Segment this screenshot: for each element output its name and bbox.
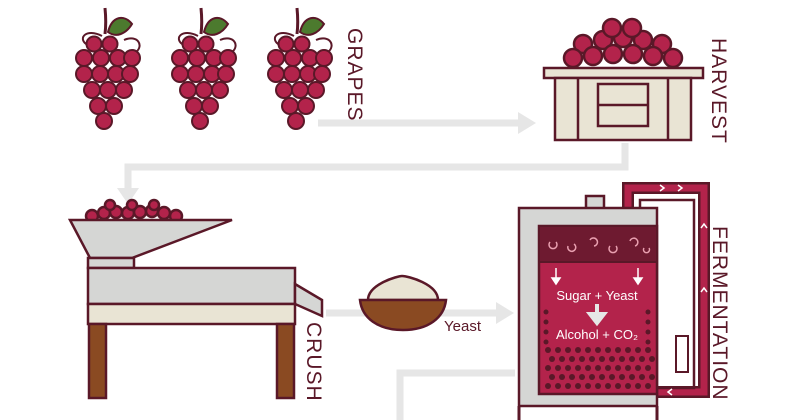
bubble — [645, 339, 651, 345]
fermentation-label: FERMENTATION — [708, 226, 731, 401]
bubble — [543, 309, 549, 315]
bubble — [645, 309, 651, 315]
bubble — [649, 356, 655, 362]
bubble — [615, 365, 621, 371]
bubble — [639, 374, 645, 380]
bubble — [565, 383, 571, 389]
bubble — [543, 329, 549, 335]
grape-bunch-icon — [266, 6, 334, 131]
bubble — [599, 374, 605, 380]
crush-label: CRUSH — [302, 322, 325, 402]
bubble — [629, 356, 635, 362]
bubble — [595, 383, 601, 389]
reaction-arrow-icon — [585, 304, 609, 327]
bubble — [575, 365, 581, 371]
yeast-label: Yeast — [444, 318, 482, 335]
bubble — [579, 356, 585, 362]
bubble — [545, 347, 551, 353]
bubble — [549, 356, 555, 362]
bubble — [645, 347, 651, 353]
bubble — [559, 374, 565, 380]
bubble — [595, 365, 601, 371]
bubble — [645, 365, 651, 371]
bubble — [635, 365, 641, 371]
bubble — [605, 347, 611, 353]
bubble — [599, 356, 605, 362]
bubble — [629, 374, 635, 380]
bubble — [585, 365, 591, 371]
crusher-machine-icon — [67, 198, 324, 400]
bubble — [545, 383, 551, 389]
bubble — [589, 356, 595, 362]
bubble — [589, 374, 595, 380]
arrow-grapes-to-harvest — [318, 112, 536, 134]
bubble — [605, 383, 611, 389]
bubble — [615, 347, 621, 353]
harvest-label: HARVEST — [707, 38, 730, 144]
reaction-input-text: Sugar + Yeast — [556, 288, 638, 303]
bubble — [569, 356, 575, 362]
bubble — [635, 347, 641, 353]
bubble — [639, 356, 645, 362]
bubble — [555, 365, 561, 371]
bubble — [579, 374, 585, 380]
bubble — [595, 347, 601, 353]
bubble — [645, 383, 651, 389]
bubble — [605, 365, 611, 371]
bubble — [555, 383, 561, 389]
bubble — [569, 374, 575, 380]
bubble — [559, 356, 565, 362]
bubble — [555, 347, 561, 353]
bubble — [625, 365, 631, 371]
bubble — [619, 374, 625, 380]
bubble — [575, 347, 581, 353]
bubble — [575, 383, 581, 389]
arrow-harvest-to-crush — [117, 143, 629, 204]
bubble — [645, 329, 651, 335]
bubble — [585, 383, 591, 389]
bubble — [635, 383, 641, 389]
bubble — [645, 319, 651, 325]
grape-bunch-icon — [170, 6, 238, 131]
bubble — [619, 356, 625, 362]
bubble — [625, 347, 631, 353]
grapes-label: GRAPES — [343, 28, 366, 122]
arrow-fermentation-out — [396, 369, 515, 420]
fermentation-tank-icon — [517, 182, 710, 420]
bubble — [543, 319, 549, 325]
bubble — [625, 383, 631, 389]
bubble — [565, 365, 571, 371]
bubble — [649, 374, 655, 380]
bubble — [565, 347, 571, 353]
bubble — [549, 374, 555, 380]
bubble — [609, 374, 615, 380]
co2-bubbles — [543, 309, 655, 389]
bubble — [545, 365, 551, 371]
bubble — [585, 347, 591, 353]
bubble — [543, 339, 549, 345]
grape-bunches — [74, 6, 334, 131]
bubble — [609, 356, 615, 362]
reaction-output-text: Alcohol + CO₂ — [556, 327, 638, 342]
yeast-bowl-icon — [358, 274, 448, 332]
harvest-crate-icon — [542, 17, 705, 142]
grape-bunch-icon — [74, 6, 142, 131]
bubble — [615, 383, 621, 389]
